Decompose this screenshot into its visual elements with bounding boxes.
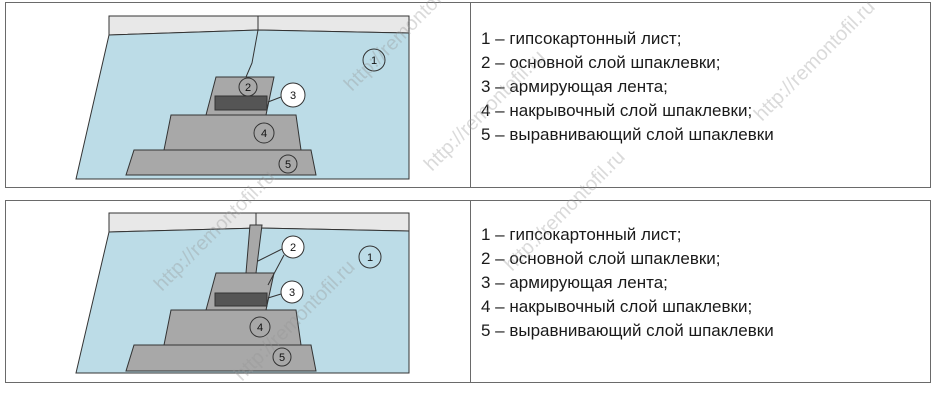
svg-text:4: 4	[257, 322, 263, 334]
legend-list: 1 – гипсокартонный лист; 2 – основной сл…	[481, 27, 774, 147]
svg-text:1: 1	[371, 55, 377, 67]
groove-joint-figure: 1 2 3 4 5	[75, 212, 410, 374]
legend-item: 4 – накрывочный слой шпаклевки;	[481, 297, 753, 316]
diagram-panel-groove-joint: 1 2 3 4 5 1 – гипсокартонный лист; 2 – о…	[5, 200, 931, 383]
finishing-layer	[163, 309, 302, 346]
legend-item: 2 – основной слой шпаклевки;	[481, 53, 721, 72]
legend-item: 4 – накрывочный слой шпаклевки;	[481, 101, 753, 120]
finishing-layer	[163, 114, 302, 151]
callout-4: 4	[253, 122, 275, 144]
legend-item: 1 – гипсокартонный лист;	[481, 29, 682, 48]
legend-item: 1 – гипсокартонный лист;	[481, 225, 682, 244]
svg-text:3: 3	[289, 287, 295, 299]
diagram-panel-flat-joint: 1 2 3 4 5 1 – гипсокартонный лист; 2 – о…	[5, 2, 931, 188]
panel-divider	[470, 201, 471, 382]
svg-text:3: 3	[290, 90, 296, 102]
legend-item: 5 – выравнивающий слой шпаклевки	[481, 125, 774, 144]
reinforcing-tape	[214, 292, 268, 307]
callout-5: 5	[272, 347, 292, 367]
svg-text:5: 5	[279, 352, 285, 364]
panel-divider	[470, 3, 471, 187]
svg-text:2: 2	[245, 82, 251, 94]
legend-list: 1 – гипсокартонный лист; 2 – основной сл…	[481, 223, 774, 343]
reinforcing-tape	[214, 95, 268, 111]
callout-2: 2	[257, 235, 305, 286]
svg-text:5: 5	[285, 159, 291, 171]
svg-text:1: 1	[367, 252, 373, 264]
legend-item: 2 – основной слой шпаклевки;	[481, 249, 721, 268]
callout-3: 3	[267, 82, 306, 108]
legend-item: 5 – выравнивающий слой шпаклевки	[481, 321, 774, 340]
callout-1: 1	[362, 48, 386, 72]
callout-2: 2	[238, 77, 258, 97]
seam-line	[245, 16, 259, 78]
callout-1: 1	[358, 245, 382, 269]
callout-4: 4	[249, 316, 271, 338]
callout-3: 3	[267, 280, 304, 304]
flat-joint-figure: 1 2 3 4 5	[75, 15, 410, 180]
svg-text:4: 4	[261, 128, 267, 140]
legend-item: 3 – армирующая лента;	[481, 273, 668, 292]
callout-5: 5	[278, 154, 298, 174]
leveling-layer	[125, 344, 317, 372]
legend-item: 3 – армирующая лента;	[481, 77, 668, 96]
svg-text:2: 2	[290, 242, 296, 254]
